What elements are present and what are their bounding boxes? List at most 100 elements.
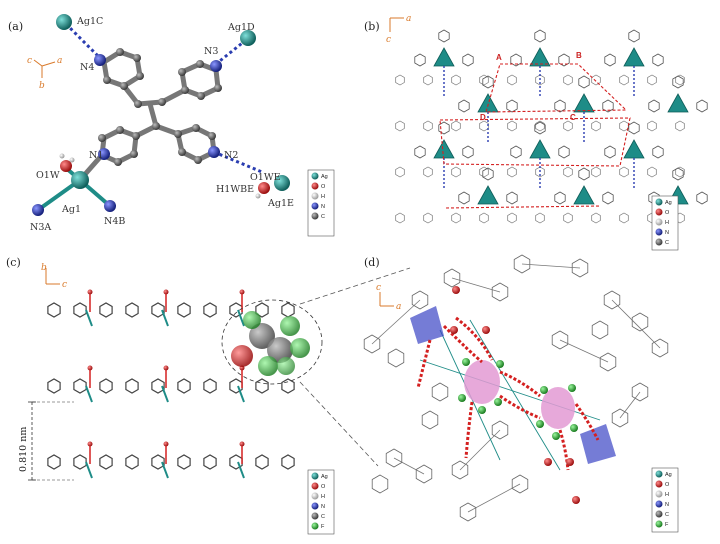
water-oxygen: [163, 289, 169, 295]
pyridine-ring: [651, 338, 669, 358]
axis-c: c: [27, 56, 32, 66]
ag-tetrahedron: [477, 185, 499, 205]
ag-bond: [237, 309, 245, 327]
panel-b-axes: c a: [386, 14, 411, 45]
pyridine-ring: [203, 302, 217, 318]
pyridine-ring: [647, 166, 657, 178]
pyridine-ring: [507, 74, 517, 86]
pyridine-ring: [414, 145, 426, 159]
pyridine-ring: [619, 120, 629, 132]
legend-swatch-o: [655, 480, 663, 488]
legend-swatch-n: [311, 202, 319, 210]
pyridine-ring: [535, 74, 545, 86]
panel-c-chains: [47, 289, 295, 479]
legend-swatch-c: [655, 238, 663, 246]
packing-cell-outline: [439, 117, 631, 167]
pyridine-ring: [628, 121, 640, 135]
panel-a-atom-labels: Ag1C Ag1D N3 N4 N1 N2 O1W O1WE H1WBE Ag1…: [30, 16, 294, 233]
pyridine-ring: [510, 145, 522, 159]
pyridine-ring: [513, 254, 531, 274]
pyridine-ring: [602, 191, 614, 205]
pyridine-ring: [281, 454, 295, 470]
pyridine-ring: [506, 99, 518, 113]
legend-swatch-o: [311, 482, 319, 490]
axis-c-c: c: [62, 280, 67, 290]
axis-a: a: [57, 56, 62, 66]
panel-b-lattice: [395, 29, 708, 224]
label-o1w: O1W: [36, 170, 60, 181]
pyridine-ring: [507, 166, 517, 178]
pyridine-ring: [563, 212, 573, 224]
legend-label-o: O: [665, 482, 670, 488]
ag-tetrahedron: [477, 93, 499, 113]
pyridine-ring: [255, 302, 269, 318]
ligand-bond: [619, 391, 641, 419]
label-n3a: N3A: [30, 222, 51, 233]
water-oxygen: [87, 289, 93, 295]
ag-tetrahedron: [573, 93, 595, 113]
pyridine-ring: [438, 29, 450, 43]
pyridine-ring: [99, 454, 113, 470]
pyridine-ring: [675, 120, 685, 132]
packing-cell-outline: [485, 63, 628, 113]
pyridine-ring: [619, 166, 629, 178]
pyridine-ring: [47, 378, 61, 394]
pyridine-ring: [73, 378, 87, 394]
packing-cell-outline: [445, 205, 601, 209]
label-ag1e: Ag1E: [267, 198, 294, 209]
ligand-bond: [467, 483, 521, 513]
legend-swatch-n: [311, 502, 319, 510]
pyridine-ring: [652, 145, 664, 159]
pyridine-ring: [604, 53, 616, 67]
label-o1we: O1WE: [250, 172, 281, 183]
pyridine-ring: [534, 29, 546, 43]
ligand-bond: [451, 277, 501, 293]
pyridine-ring: [395, 74, 405, 86]
panel-c-inset: [221, 299, 323, 385]
pyridine-ring: [395, 212, 405, 224]
legend-label-o: O: [665, 210, 670, 216]
pyridine-ring: [281, 302, 295, 318]
pyridine-ring: [511, 474, 529, 494]
point-c: C: [570, 113, 576, 122]
pyridine-ring: [395, 166, 405, 178]
legend-swatch-h: [311, 192, 319, 200]
point-a: A: [496, 53, 502, 62]
legend-label-o: O: [321, 484, 326, 490]
pyridine-ring: [535, 120, 545, 132]
legend-label-h: H: [321, 194, 325, 200]
pyridine-ring: [604, 145, 616, 159]
pyridine-ring: [443, 268, 461, 288]
legend-label-ag: Ag: [321, 174, 328, 180]
pyridine-ring: [535, 212, 545, 224]
pyridine-ring: [203, 454, 217, 470]
panel-b-label: (b): [364, 20, 380, 33]
pyridine-ring: [411, 290, 429, 310]
ag-tetrahedron: [433, 47, 455, 67]
ag-tetrahedron: [667, 93, 689, 113]
ag-bond: [85, 461, 93, 479]
legend-label-n: N: [665, 230, 669, 236]
panel-a-atoms: [32, 14, 290, 216]
pyridine-ring: [423, 120, 433, 132]
pyridine-ring: [631, 382, 649, 402]
ligand-bond: [521, 263, 581, 269]
pyridine-ring: [599, 352, 617, 372]
panel-a-label: (a): [8, 20, 23, 33]
ligand-bond: [559, 339, 609, 363]
pyridine-ring: [281, 378, 295, 394]
pyridine-ring: [451, 166, 461, 178]
pyridine-ring: [619, 74, 629, 86]
pyridine-ring: [451, 460, 469, 480]
legend-swatch-h: [655, 218, 663, 226]
label-n4: N4: [80, 62, 94, 73]
pyridine-ring: [423, 212, 433, 224]
pyridine-ring: [451, 212, 461, 224]
label-n4b: N4B: [104, 216, 125, 227]
pyridine-ring: [423, 166, 433, 178]
pyridine-ring: [125, 454, 139, 470]
zoom-connectors: [299, 267, 411, 467]
